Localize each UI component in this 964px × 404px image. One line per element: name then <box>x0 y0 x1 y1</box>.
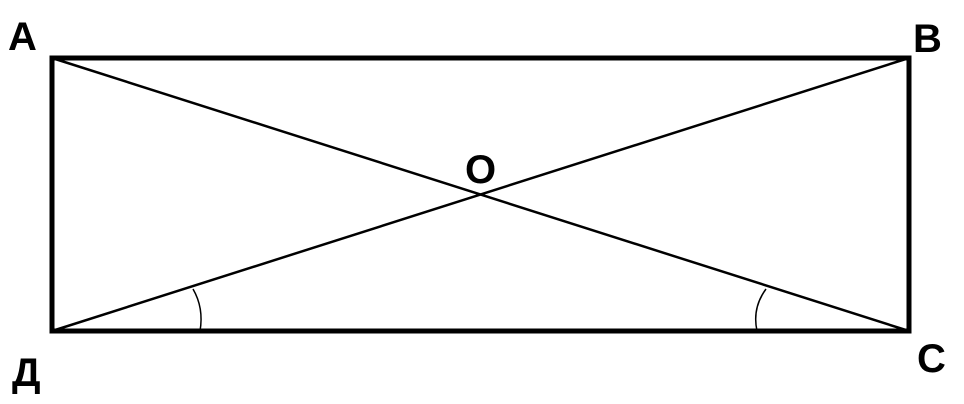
label-vertex-a: А <box>8 15 37 59</box>
label-center-o: О <box>465 148 496 192</box>
angle-arc-d <box>192 288 202 332</box>
label-vertex-d: Д <box>12 351 41 395</box>
rectangle-abcd <box>49 55 912 334</box>
label-vertex-b: В <box>913 17 942 61</box>
angle-arc-c <box>754 288 767 332</box>
diagonal-bd <box>51 56 910 333</box>
label-vertex-c: С <box>917 337 946 381</box>
